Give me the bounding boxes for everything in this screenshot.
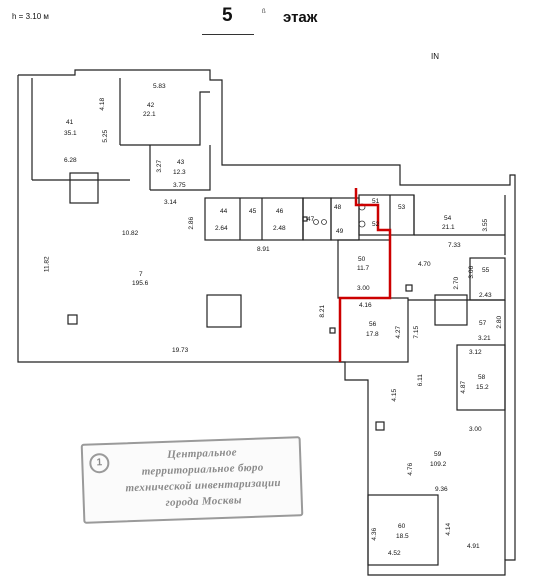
room-number: 44 — [220, 208, 228, 215]
dimension-label: 8.91 — [257, 246, 270, 253]
room-area: 22.1 — [143, 111, 156, 118]
column — [206, 294, 242, 328]
wall — [367, 494, 439, 566]
dimension-label: 4.15 — [391, 388, 399, 402]
toilet-icon — [358, 220, 366, 228]
room-number: 46 — [276, 208, 284, 215]
column — [375, 421, 385, 431]
dimension-label: 2.86 — [188, 216, 196, 230]
dimension-label: 3.21 — [478, 335, 491, 342]
room-area: 2.64 — [215, 225, 228, 232]
sink-icon — [321, 219, 327, 225]
stamp-line: Центральное — [167, 446, 238, 461]
column — [434, 294, 468, 326]
dimension-label: 4.87 — [460, 380, 468, 394]
stamp-line: технической инвентаризации — [125, 476, 282, 495]
room-number: 54 — [444, 215, 452, 222]
sink-icon — [313, 219, 319, 225]
dimension-label: 5.83 — [153, 83, 166, 90]
dimension-label: 2.43 — [479, 292, 492, 299]
dimension-label: 2.70 — [453, 276, 461, 290]
route-highlight — [338, 188, 392, 362]
room-number: 42 — [147, 102, 155, 109]
floor-number: 5 — [222, 5, 233, 26]
north-label: IN — [431, 52, 439, 61]
room-area: 12.3 — [173, 169, 186, 176]
dimension-label: 4.18 — [99, 97, 107, 111]
ceiling-height-label: h = 3.10 м — [12, 12, 49, 21]
column — [405, 284, 413, 292]
room-number: 48 — [334, 204, 342, 211]
room-number: 58 — [478, 374, 486, 381]
column — [329, 327, 336, 334]
wall — [150, 145, 211, 191]
wall — [204, 197, 304, 241]
dimension-label: 19.73 — [172, 347, 189, 354]
room-area: 2.48 — [273, 225, 286, 232]
dimension-label: 3.55 — [482, 218, 490, 232]
room-area: 195.6 — [132, 280, 149, 287]
dimension-label: 2.80 — [496, 315, 504, 329]
dimension-label: 7.15 — [413, 325, 421, 339]
stamp-line: территориальное бюро — [141, 461, 264, 478]
room-number: 52 — [372, 221, 380, 228]
dimension-label: 4.70 — [418, 261, 431, 268]
dimension-label: 4.91 — [467, 543, 480, 550]
plan-walls — [17, 69, 516, 576]
dimension-label: 10.82 — [122, 230, 139, 237]
room-area: 17.8 — [366, 331, 379, 338]
dimension-label: 3.12 — [469, 349, 482, 356]
dimension-label: 5.25 — [102, 129, 110, 143]
dimension-label: 6.28 — [64, 157, 77, 164]
room-area: 109.2 — [430, 461, 447, 468]
room-number: 53 — [398, 204, 406, 211]
outer-wall — [17, 69, 516, 576]
dimension-label: 4.76 — [407, 462, 415, 476]
room-number: 59 — [434, 451, 442, 458]
dimension-label: 4.16 — [359, 302, 372, 309]
floor-underline — [202, 34, 254, 35]
room-area: 21.1 — [442, 224, 455, 231]
dimension-label: 4.14 — [445, 522, 453, 536]
column — [69, 172, 99, 204]
room-area: 15.2 — [476, 384, 489, 391]
room-area: 18.5 — [396, 533, 409, 540]
dimension-label: 6.11 — [416, 374, 424, 387]
room-number: 51 — [372, 198, 380, 205]
dimension-label: 3.14 — [164, 199, 177, 206]
dimension-label: 4.52 — [388, 550, 401, 557]
dimension-label: 4.27 — [395, 325, 403, 339]
floor-word: этаж — [283, 9, 318, 26]
room-number: 56 — [369, 321, 377, 328]
room-area: 35.1 — [64, 130, 77, 137]
room-area: 11.7 — [357, 265, 370, 272]
dimension-label: 3.75 — [173, 182, 186, 189]
room-number: 55 — [482, 267, 490, 274]
room-number: 50 — [358, 256, 366, 263]
bti-stamp: 1 Центральное территориальное бюро техни… — [80, 436, 304, 524]
dimension-label: 3.00 — [357, 285, 370, 292]
room-number: 41 — [66, 119, 74, 126]
dimension-label: 7.33 — [448, 242, 461, 249]
room-number: 45 — [249, 208, 257, 215]
room-number: 60 — [398, 523, 406, 530]
dimension-label: 8.21 — [319, 304, 327, 318]
room-number: 47 — [307, 216, 315, 223]
dimension-label: 4.36 — [371, 527, 379, 541]
dimension-label: 3.06 — [468, 265, 476, 279]
dimension-label: 9.36 — [435, 486, 448, 493]
room-number: 43 — [177, 159, 185, 166]
dimension-label: 3.27 — [156, 159, 164, 173]
corner-mark: ß — [262, 9, 266, 15]
room-number: 49 — [336, 228, 344, 235]
stamp-line: города Москвы — [165, 494, 243, 509]
column — [67, 314, 78, 325]
dimension-label: 3.00 — [469, 426, 482, 433]
dimension-label: 11.82 — [43, 256, 51, 273]
room-number: 7 — [139, 271, 143, 278]
column — [302, 216, 308, 222]
wall — [120, 91, 210, 146]
room-number: 57 — [479, 320, 487, 327]
